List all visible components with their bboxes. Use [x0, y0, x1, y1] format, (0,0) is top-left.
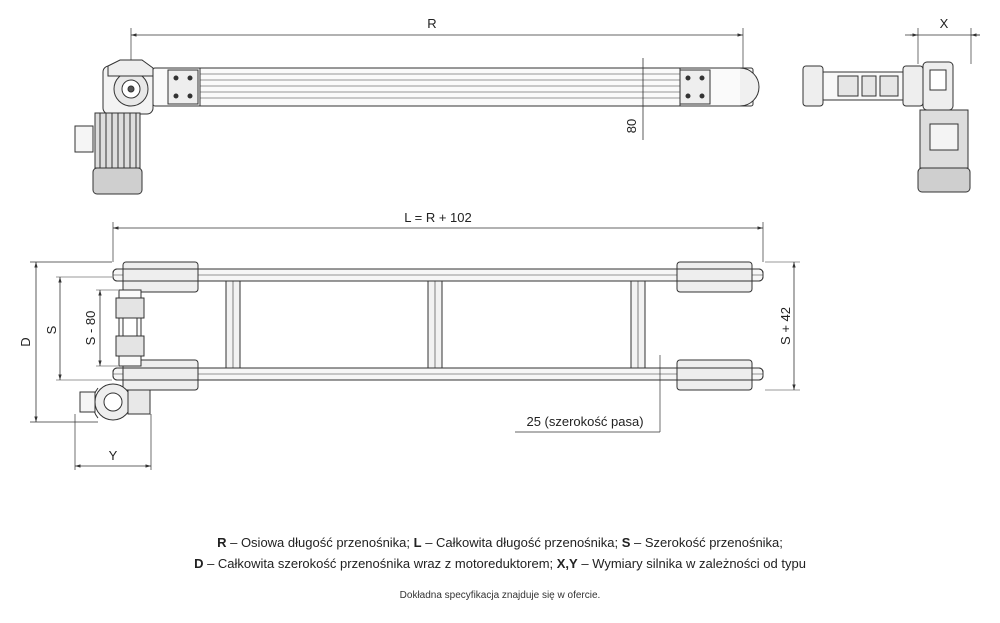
legend-text-r: – Osiowa długość przenośnika;: [226, 535, 414, 550]
legend-line-2: D – Całkowita szerokość przenośnika wraz…: [0, 556, 1000, 571]
legend-text-xy: – Wymiary silnika w zależności od typu: [577, 556, 806, 571]
end-plate-right: [679, 69, 711, 105]
dim-label-r: R: [427, 16, 436, 31]
dim-label-l: L = R + 102: [404, 210, 471, 225]
dim-label-s80: S - 80: [83, 311, 98, 346]
legend-key-d: D: [194, 556, 204, 571]
legend-key-r: R: [217, 535, 227, 550]
idler-end: [739, 67, 760, 107]
legend-text-d: – Całkowita szerokość przenośnika wraz z…: [203, 556, 557, 571]
dim-label-s42: S + 42: [778, 307, 793, 345]
legend-key-l: L: [413, 535, 422, 550]
end-plate-left: [167, 69, 199, 105]
legend-key-xy: X,Y: [556, 556, 578, 571]
dim-label-x: X: [940, 16, 949, 31]
dim-label-y: Y: [109, 448, 118, 463]
end-block-top-right: [676, 261, 753, 293]
end-view-right-flange: [902, 65, 924, 107]
end-view-left-flange: [802, 65, 824, 107]
offer-note: Dokładna specyfikacja znajduje się w ofe…: [399, 590, 601, 601]
end-view: [802, 28, 980, 193]
dim-label-belt-width: 25 (szerokość pasa): [526, 414, 643, 429]
terminal-box: [74, 125, 94, 153]
top-view-motor-stub: [79, 391, 96, 413]
top-view: [30, 222, 800, 470]
dim-label-d: D: [18, 337, 33, 346]
side-view: [74, 28, 760, 195]
motor-fan-cover: [92, 167, 143, 195]
legend-line-1: R – Osiowa długość przenośnika; L – Całk…: [0, 535, 1000, 550]
legend-text-s: – Szerokość przenośnika;: [630, 535, 783, 550]
dim-label-s: S: [44, 325, 59, 334]
end-block-bottom-right: [676, 359, 753, 391]
dim-label-80: 80: [624, 119, 639, 133]
legend-key-s: S: [621, 535, 631, 550]
end-block-top-left: [122, 261, 199, 293]
legend-text-l: – Całkowita długość przenośnika;: [421, 535, 622, 550]
